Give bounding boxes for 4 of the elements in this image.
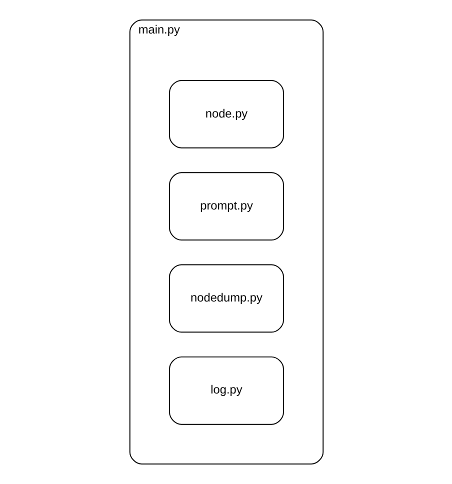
node-box: log.py — [168, 356, 284, 425]
node-box: nodedump.py — [168, 264, 284, 333]
node-box: prompt.py — [168, 172, 284, 241]
node-box: node.py — [168, 80, 284, 148]
